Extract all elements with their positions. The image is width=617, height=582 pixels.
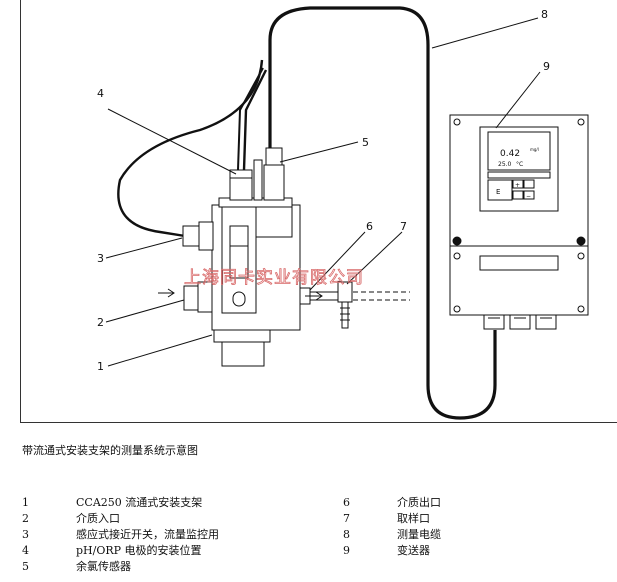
legend-number: 9 (343, 544, 350, 557)
callout-7: 7 (400, 220, 407, 233)
watermark: 上海同卡实业有限公司 (184, 268, 364, 288)
callout-2: 2 (97, 316, 104, 329)
legend-text: 测量电缆 (397, 528, 441, 541)
legend-number: 8 (343, 528, 350, 541)
callout-3: 3 (97, 252, 104, 265)
callout-6: 6 (366, 220, 373, 233)
legend-number: 7 (343, 512, 350, 525)
legend-number: 5 (22, 560, 29, 573)
figure-caption: 带流通式安装支架的测量系统示意图 (22, 444, 198, 457)
system-diagram: 0.42 mg/l 25.0 °C + − E 1 2 3 4 5 6 7 8 … (20, 0, 617, 423)
display-unit: mg/l (530, 147, 539, 152)
callout-9: 9 (543, 60, 550, 73)
legend-text: pH/ORP 电极的安装位置 (76, 544, 202, 557)
display-temp-unit: °C (516, 161, 523, 168)
legend-text: 感应式接近开关，流量监控用 (76, 528, 219, 541)
key-plus: + (515, 182, 520, 189)
callout-4: 4 (97, 87, 104, 100)
legend-number: 2 (22, 512, 29, 525)
legend-text: CCA250 流通式安装支架 (76, 496, 203, 509)
callout-1: 1 (97, 360, 104, 373)
transmitter-label-slot (479, 255, 559, 271)
callout-8: 8 (541, 8, 548, 21)
key-minus: − (526, 193, 531, 200)
legend-number: 6 (343, 496, 350, 509)
key-enter: E (496, 188, 500, 196)
figure-frame (20, 0, 617, 423)
legend-number: 3 (22, 528, 29, 541)
legend-number: 1 (22, 496, 29, 509)
diagram-canvas: 0.42 mg/l 25.0 °C + − E 1 2 3 4 5 6 7 8 … (97, 6, 589, 420)
measuring-cable (268, 6, 497, 420)
legend-text: 取样口 (397, 512, 430, 525)
display-temp: 25.0 (498, 161, 512, 168)
callout-5: 5 (362, 136, 369, 149)
legend-text: 余氯传感器 (76, 560, 131, 573)
display-value: 0.42 (500, 149, 520, 159)
legend-text: 变送器 (397, 544, 430, 557)
legend-number: 4 (22, 544, 29, 557)
electrode-cable (242, 69, 268, 171)
legend-text: 介质出口 (397, 496, 441, 509)
legend-text: 介质入口 (76, 512, 120, 525)
